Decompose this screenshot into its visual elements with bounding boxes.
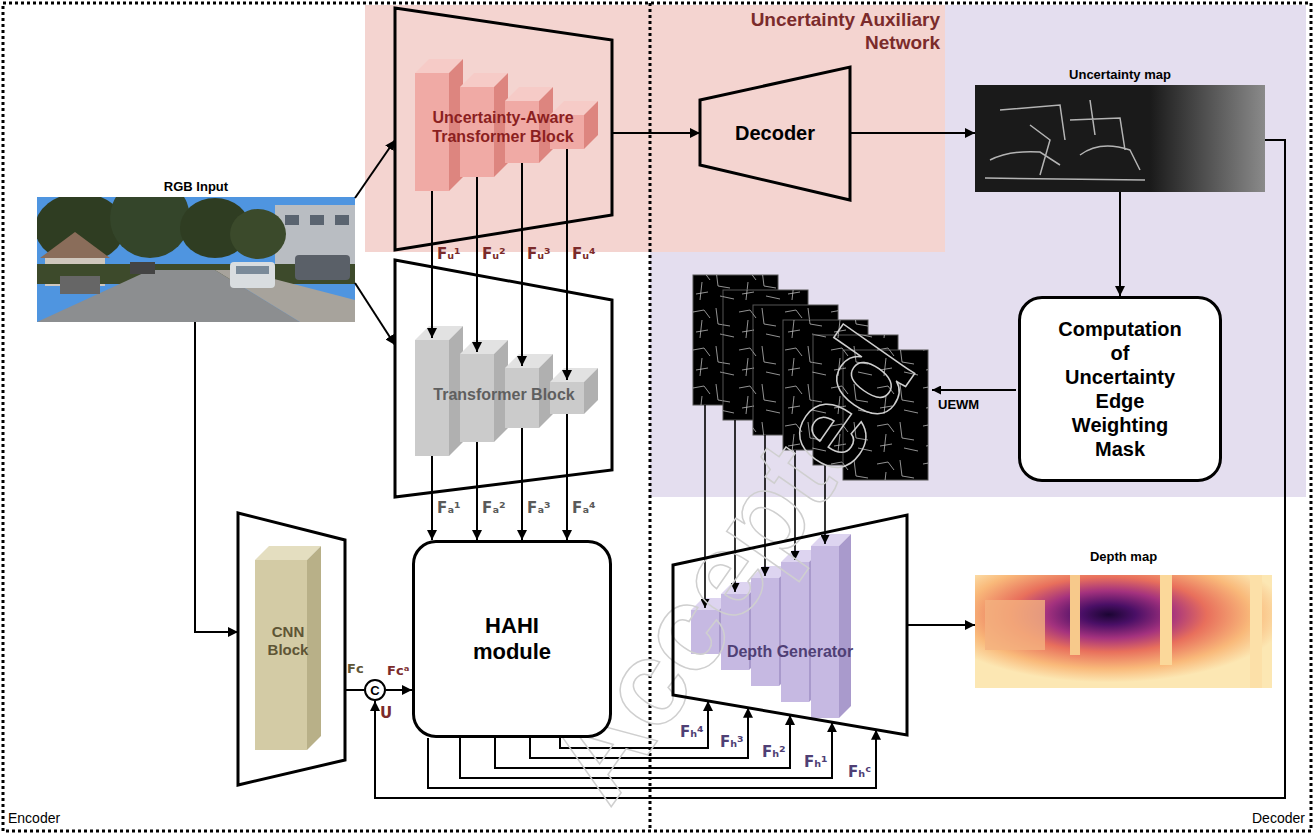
cnn-block-shape	[307, 546, 321, 750]
trapezoid-outline	[700, 67, 850, 200]
connector	[612, 132, 700, 134]
block-label: Computation of Uncertainty Edge Weightin…	[1056, 317, 1184, 461]
image-panel: Uncertainty map	[975, 66, 1265, 192]
uncertainty-image	[985, 100, 1145, 180]
connector	[355, 140, 395, 198]
block-label: Uncertainty Auxiliary Network	[740, 9, 940, 55]
rgb-photo	[335, 215, 349, 225]
block-label: Uncertainty-Aware Transformer Block	[413, 108, 593, 146]
block-outline	[673, 515, 907, 735]
outer-frame	[3, 3, 1311, 831]
uncertainty-image	[975, 85, 1265, 192]
signal-label: Fᵤ¹	[437, 246, 461, 262]
section-label: Decoder	[1252, 810, 1305, 826]
signal-label: Fᵤ²	[482, 246, 506, 262]
image-panel: Depth map	[975, 548, 1272, 688]
generator-blocks	[811, 546, 839, 718]
trapezoid-outline	[238, 513, 345, 785]
block-label: Decoder	[700, 121, 850, 145]
signal-label: Fₕ⁴	[680, 724, 704, 740]
uncertainty-aware-blocks	[584, 101, 598, 149]
connector	[476, 442, 478, 540]
mask-arrow	[932, 389, 1016, 391]
connector	[850, 132, 975, 134]
uncertainty-image	[1150, 85, 1265, 192]
depth-image	[1160, 575, 1172, 665]
trapezoid-outline	[395, 260, 612, 497]
connector	[566, 149, 568, 380]
trapezoid-outline	[673, 515, 907, 735]
signal-label: Fₐ²	[482, 500, 506, 516]
signal-label: UEWM	[938, 397, 979, 413]
rgb-photo	[37, 197, 355, 322]
rgb-photo	[110, 197, 190, 258]
connector	[386, 689, 412, 691]
encoder-block: CNN Block	[238, 513, 345, 785]
connector	[195, 322, 238, 632]
connector	[431, 456, 433, 540]
cnn-block-shape	[255, 546, 321, 750]
signal-label: U	[380, 705, 392, 721]
rgb-photo	[130, 262, 155, 274]
concat-circle: C	[364, 679, 386, 701]
panel-heading: RGB Input	[37, 178, 355, 196]
rgb-photo	[230, 262, 275, 288]
panel-heading: Uncertainty map	[975, 66, 1265, 84]
image-panel: RGB Input	[37, 178, 355, 322]
signal-label: Fₕ¹	[804, 754, 828, 770]
signal-label: Fᵤ⁴	[572, 246, 596, 262]
section-label: Encoder	[8, 810, 60, 826]
rgb-photo	[236, 266, 269, 274]
block-label: HAHI module	[452, 613, 572, 666]
signal-label: Fcᵃ	[387, 663, 410, 679]
connector	[907, 624, 975, 626]
rgb-photo	[295, 255, 350, 280]
panel-heading: Depth map	[975, 548, 1272, 566]
block-label: C	[366, 684, 384, 697]
block-label: CNN Block	[258, 623, 318, 659]
signal-label: Fₕ²	[762, 744, 786, 760]
depth-image	[975, 575, 1272, 688]
rgb-photo	[310, 215, 324, 225]
rgb-photo	[40, 232, 110, 258]
trapezoid-outline	[395, 8, 612, 250]
signal-label: Fₕᶜ	[848, 764, 871, 780]
connector	[476, 177, 478, 352]
depth-image	[1070, 575, 1080, 655]
rgb-photo	[60, 276, 100, 294]
transformer-blocks	[584, 368, 598, 414]
decoder-block: Decoder	[700, 67, 850, 200]
connector	[1119, 192, 1121, 296]
network-region: Uncertainty-Aware Transformer Block Decod…	[365, 5, 945, 252]
signal-label: Fc	[347, 661, 364, 677]
connector	[355, 283, 395, 345]
connector	[521, 163, 523, 366]
process-box: Computation of Uncertainty Edge Weightin…	[1018, 296, 1222, 482]
depth-image	[1250, 575, 1262, 688]
process-box: HAHI module	[412, 540, 612, 738]
auxiliary-region	[365, 5, 945, 252]
block-label: Transformer Block	[409, 385, 599, 404]
connector	[345, 689, 364, 691]
decoder-block: Depth Generator	[673, 515, 907, 735]
signal-label: Fₕ³	[720, 734, 744, 750]
signal-label: Fᵤ³	[527, 246, 551, 262]
encoder-block: Transformer Block	[395, 260, 612, 497]
generator-blocks	[839, 534, 851, 718]
signal-label: Fₐ⁴	[572, 500, 596, 516]
signal-label: Fₐ¹	[437, 500, 461, 516]
block-outline	[395, 260, 612, 497]
depth-image	[975, 575, 1272, 688]
rgb-photo	[230, 209, 286, 259]
signal-label: Fₐ³	[527, 500, 551, 516]
connector	[521, 428, 523, 540]
encoder-block: Uncertainty-Aware Transformer Block	[395, 8, 612, 250]
connector	[431, 191, 433, 338]
depth-image	[985, 600, 1045, 650]
block-label: Depth Generator	[705, 642, 875, 661]
rgb-photo	[285, 215, 299, 225]
uncertainty-image	[975, 85, 1265, 192]
